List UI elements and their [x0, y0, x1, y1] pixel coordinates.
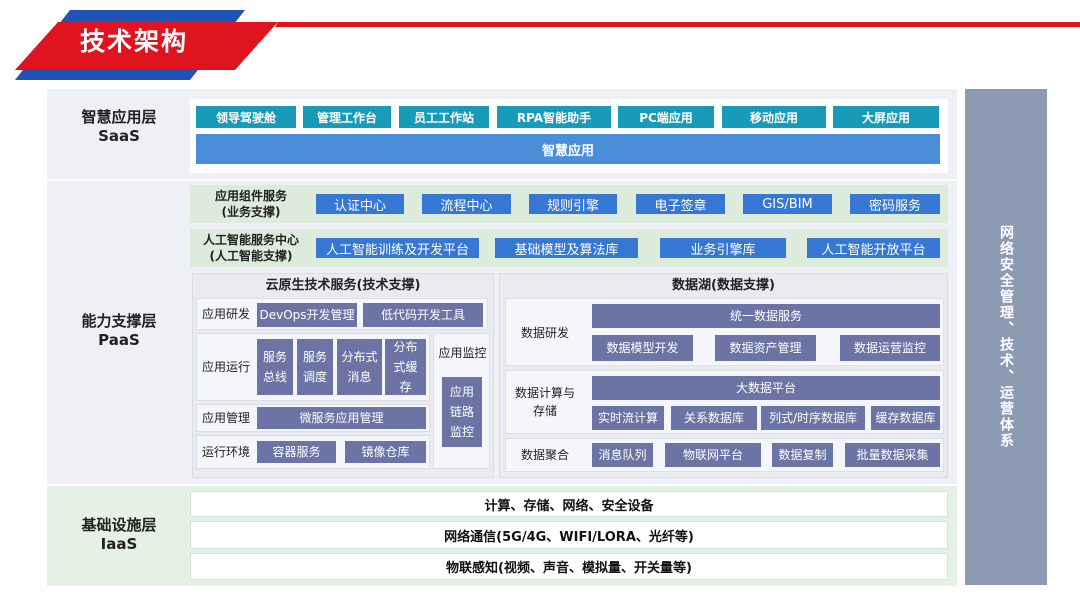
- cloud-mgmt-label: 应用管理: [201, 411, 250, 425]
- ai-business-engine: 业务引擎库: [660, 238, 786, 258]
- cloud-image-repo: 镜像仓库: [345, 441, 426, 463]
- lake-aggregate-label: 数据聚合: [520, 448, 569, 462]
- data-lake-title: 数据湖(数据支撑): [672, 278, 775, 293]
- lake-compute-label: 数据计算与 存储: [507, 380, 583, 424]
- iaas-label-cn: 基础设施层: [81, 516, 157, 534]
- cloud-distributed-message: 分布式消息: [337, 339, 382, 395]
- banner-red-line: [275, 22, 1080, 27]
- saas-app-rpa: RPA智能助手: [497, 106, 611, 128]
- lake-relational-db: 关系数据库: [671, 406, 757, 430]
- lake-big-data-platform: 大数据平台: [592, 376, 940, 400]
- iaas-layer-label: 基础设施层 IaaS: [60, 516, 178, 554]
- banner-red-block: [15, 22, 278, 70]
- saas-label-en: SaaS: [98, 127, 140, 145]
- component-rule-engine: 规则引擎: [529, 194, 617, 214]
- lake-columnar-db: 列式/时序数据库: [761, 406, 865, 430]
- security-side-bar: 网络安全管理、技术、运营体系: [965, 89, 1047, 585]
- component-gis-bim: GIS/BIM: [743, 194, 832, 214]
- component-process-center: 流程中心: [422, 194, 511, 214]
- lake-compute-label-line2: 存储: [532, 404, 557, 418]
- cloud-run-label: 应用运行: [201, 360, 250, 374]
- cloud-env-label: 运行环境: [201, 445, 250, 459]
- cloud-service-bus: 服务总线: [257, 339, 293, 395]
- lake-data-replication: 数据复制: [772, 443, 833, 467]
- cloud-container-service: 容器服务: [257, 441, 336, 463]
- header-banner: [15, 10, 1080, 80]
- saas-layer-label: 智慧应用层 SaaS: [60, 108, 178, 146]
- lake-research-label: 数据研发: [520, 326, 569, 340]
- component-crypto-service: 密码服务: [850, 194, 940, 214]
- lake-stream-compute: 实时流计算: [592, 406, 664, 430]
- cloud-devops: DevOps开发管理: [257, 303, 357, 327]
- iaas-row-devices: 计算、存储、网络、安全设备: [190, 491, 948, 517]
- ai-label-line1: 人工智能服务中心: [202, 233, 299, 247]
- cloud-link-monitor: 应用链路监控: [442, 377, 482, 447]
- cloud-service-scheduling: 服务调度: [297, 339, 333, 395]
- ai-training-platform: 人工智能训练及开发平台: [316, 238, 479, 258]
- cloud-dev-label: 应用研发: [201, 307, 250, 321]
- lake-message-queue: 消息队列: [592, 443, 653, 467]
- ai-label-line2: (人工智能支撑): [209, 249, 293, 263]
- cloud-microservice-mgmt: 微服务应用管理: [257, 407, 426, 429]
- paas-label-cn: 能力支撑层: [81, 312, 157, 330]
- lake-ops-monitor: 数据运营监控: [840, 335, 940, 361]
- components-label: 应用组件服务 (业务支撑): [192, 187, 310, 221]
- saas-label-cn: 智慧应用层: [81, 108, 157, 126]
- iaas-label-en: IaaS: [100, 535, 138, 553]
- saas-app-staff-station: 员工工作站: [399, 106, 489, 128]
- ai-label: 人工智能服务中心 (人工智能支撑): [192, 231, 310, 265]
- component-auth-center: 认证中心: [316, 194, 404, 214]
- saas-app-cockpit: 领导驾驶舱: [196, 106, 296, 128]
- cloud-monitor-label: 应用监控: [438, 346, 487, 360]
- components-label-line1: 应用组件服务: [214, 189, 287, 203]
- iaas-row-iot: 物联感知(视频、声音、模拟量、开关量等): [190, 553, 948, 580]
- saas-main-bar: 智慧应用: [196, 134, 940, 164]
- saas-app-workbench: 管理工作台: [303, 106, 391, 128]
- ai-model-library: 基础模型及算法库: [495, 238, 638, 258]
- lake-unified-data-service: 统一数据服务: [592, 304, 940, 328]
- cloud-lowcode: 低代码开发工具: [363, 303, 483, 327]
- paas-layer-label: 能力支撑层 PaaS: [60, 312, 178, 350]
- saas-app-pc: PC端应用: [618, 106, 714, 128]
- iaas-row-network: 网络通信(5G/4G、WIFI/LORA、光纤等): [190, 521, 948, 549]
- lake-asset-mgmt: 数据资产管理: [715, 335, 816, 361]
- saas-app-mobile: 移动应用: [722, 106, 826, 128]
- page-title: 技术架构: [80, 27, 189, 56]
- component-e-signature: 电子签章: [636, 194, 725, 214]
- lake-cache-db: 缓存数据库: [871, 406, 940, 430]
- lake-compute-label-line1: 数据计算与: [514, 386, 575, 400]
- lake-iot-platform: 物联网平台: [665, 443, 761, 467]
- lake-batch-collection: 批量数据采集: [845, 443, 940, 467]
- cloud-native-title: 云原生技术服务(技术支撑): [265, 278, 421, 293]
- lake-model-dev: 数据模型开发: [592, 335, 693, 361]
- ai-open-platform: 人工智能开放平台: [807, 238, 940, 258]
- saas-app-bigscreen: 大屏应用: [833, 106, 939, 128]
- paas-label-en: PaaS: [98, 331, 140, 349]
- security-side-label: 网络安全管理、技术、运营体系: [998, 225, 1014, 449]
- components-label-line2: (业务支撑): [221, 205, 281, 219]
- cloud-distributed-cache: 分布式缓存: [385, 339, 426, 395]
